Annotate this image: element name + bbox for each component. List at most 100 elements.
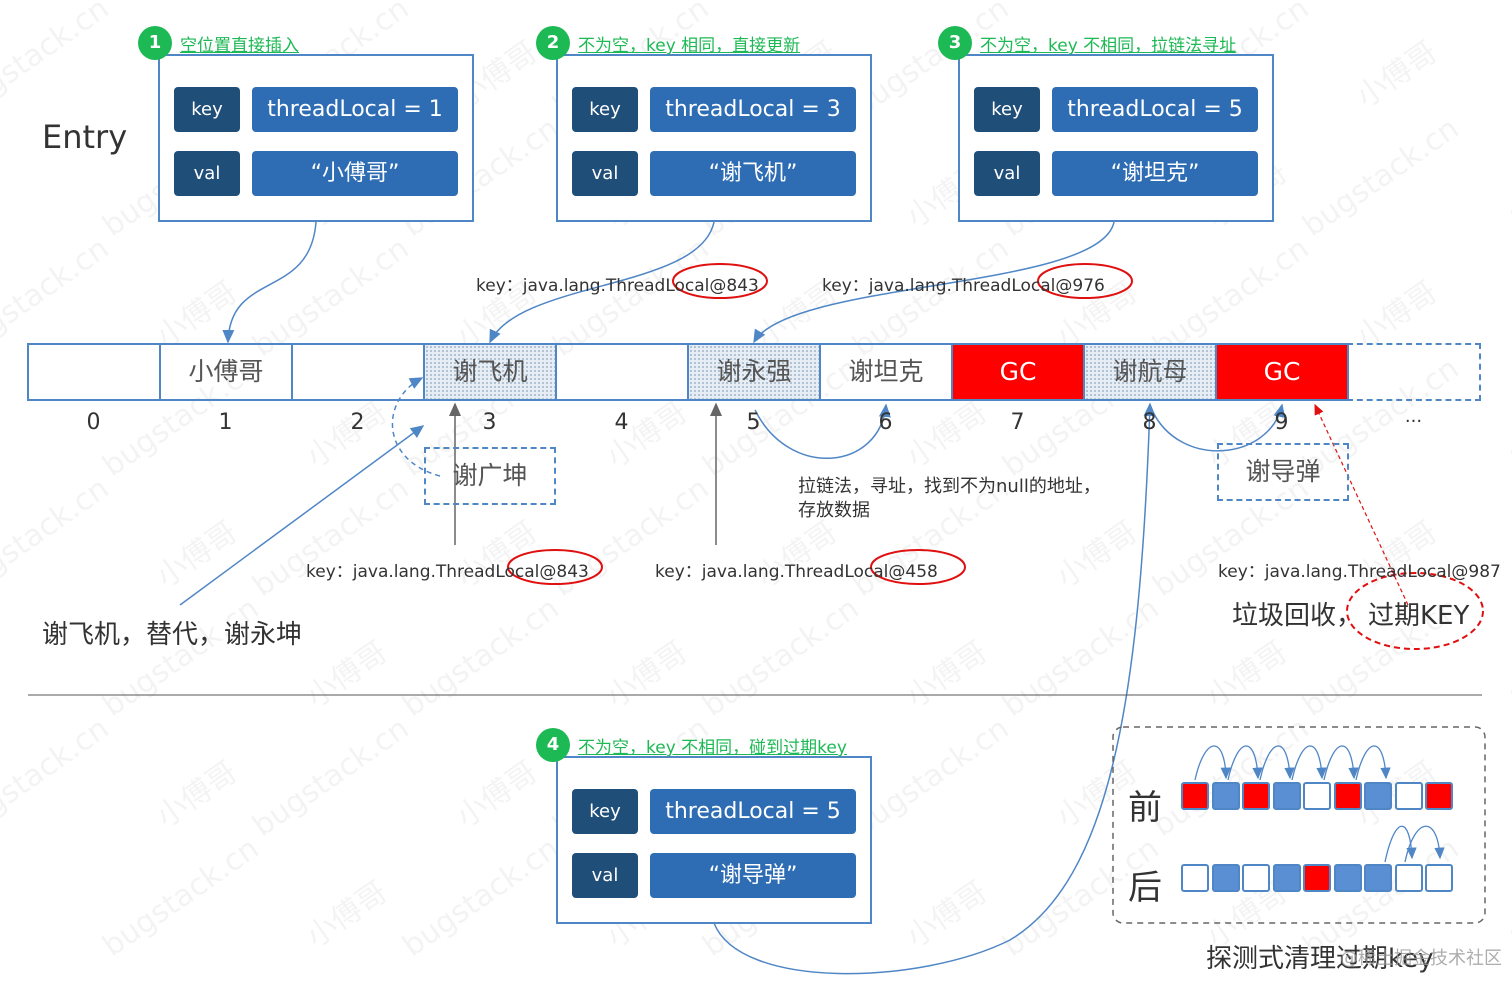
highlight-circle-843-top — [672, 263, 768, 299]
replace-note: 谢飞机，替代，谢永坤 — [42, 620, 303, 650]
array-index-3: 3 — [482, 410, 497, 435]
probe-slot-blue — [1272, 782, 1301, 810]
probe-slot-blue — [1364, 864, 1392, 892]
panel-title: 不为空，key 不相同，拉链法寻址 — [980, 36, 1237, 56]
array-index-6: 6 — [878, 410, 893, 435]
array-index-8: 8 — [1142, 410, 1157, 435]
chain-note-line2: 存放数据 — [798, 500, 870, 521]
key-prefix: key： — [306, 562, 353, 582]
key-label-843-top: key：java.lang.ThreadLocal@843 — [476, 271, 759, 296]
array-index-9: 9 — [1274, 410, 1289, 435]
array-index-7: 7 — [1010, 410, 1025, 435]
key-label-458: key：java.lang.ThreadLocal@458 — [655, 557, 938, 582]
key-value: java.lang.ThreadLocal@843 — [522, 276, 759, 296]
array-cell-7: GC — [951, 343, 1085, 401]
key-label-987: key：java.lang.ThreadLocal@987 — [1218, 557, 1501, 582]
array-index-0: 0 — [86, 410, 101, 435]
array-index-4: 4 — [614, 410, 629, 435]
array-cell-2 — [291, 343, 425, 401]
key-label-976: key：java.lang.ThreadLocal@976 — [822, 271, 1105, 296]
gc-note: 垃圾回收， — [1232, 601, 1363, 631]
arrow-panel3-to-cell5 — [753, 221, 1115, 344]
probe-slot-red — [1303, 864, 1331, 892]
arrow-panel4-to-cell8 — [713, 402, 1156, 975]
key-label-box: key — [174, 87, 240, 132]
arrow-guangkun-to-cell3 — [391, 377, 441, 477]
entry-panel-3 — [958, 54, 1274, 222]
entry-panel-2 — [556, 54, 872, 222]
key-label-box: key — [974, 87, 1040, 132]
arrow-chain-5-to-6 — [754, 403, 891, 459]
array-cell-3: 谢飞机 — [423, 343, 557, 401]
key-value: java.lang.ThreadLocal@458 — [701, 562, 938, 582]
arrow-replace-note — [179, 425, 425, 606]
chain-note-line1: 拉链法，寻址，找到不为null的地址， — [798, 476, 1101, 497]
array-cell-4 — [555, 343, 689, 401]
entry-panel-1 — [158, 54, 474, 222]
key-prefix: key： — [476, 276, 523, 296]
expired-key-label: 过期KEY — [1368, 601, 1470, 631]
step-badge: 4 — [536, 728, 570, 762]
key-value: java.lang.ThreadLocal@843 — [352, 562, 589, 582]
val-value-box: “谢飞机” — [650, 151, 856, 196]
key-label-843-bottom: key：java.lang.ThreadLocal@843 — [306, 557, 589, 582]
panel-title: 空位置直接插入 — [180, 36, 299, 56]
probe-slot-red — [1425, 782, 1453, 810]
node-xie-daodan: 谢导弹 — [1217, 443, 1349, 501]
array-index-1: 1 — [218, 410, 233, 435]
array-cell-1: 小傅哥 — [159, 343, 293, 401]
val-label-box: val — [572, 853, 638, 898]
entry-panel-4 — [556, 756, 872, 924]
val-label-box: val — [572, 151, 638, 196]
probe-slot-blue — [1211, 864, 1240, 892]
array-index-2: 2 — [350, 410, 365, 435]
key-value: java.lang.ThreadLocal@976 — [868, 276, 1105, 296]
highlight-circle-976 — [1037, 263, 1133, 299]
array-index-5: 5 — [746, 410, 761, 435]
node-xie-guangkun: 谢广坤 — [424, 447, 556, 505]
key-value-box: threadLocal = 1 — [252, 87, 458, 132]
val-label-box: val — [974, 151, 1040, 196]
probe-slot-white — [1394, 782, 1423, 810]
chain-note: 拉链法，寻址，找到不为null的地址， 存放数据 — [798, 475, 1101, 523]
array-cell-5: 谢永强 — [687, 343, 821, 401]
probe-before-arrows — [1194, 745, 1391, 781]
val-value-box: “谢坦克” — [1052, 151, 1258, 196]
probe-slot-blue — [1272, 864, 1301, 892]
probe-after-arrows — [1384, 825, 1445, 863]
key-value: java.lang.ThreadLocal@987 — [1264, 562, 1501, 582]
credit-text: @稀土掘金技术社区 — [1340, 948, 1502, 969]
probe-slot-blue — [1364, 782, 1392, 810]
arrow-expired-to-gc — [1314, 403, 1409, 606]
highlight-circle-expired — [1346, 572, 1484, 650]
key-value-box: threadLocal = 5 — [1052, 87, 1258, 132]
probe-slot-white — [1181, 864, 1209, 892]
key-label-box: key — [572, 789, 638, 834]
probe-slot-white — [1394, 864, 1423, 892]
array-index-10: ... — [1404, 406, 1423, 427]
highlight-circle-843-bottom — [507, 549, 603, 585]
array-cell-6: 谢坦克 — [819, 343, 953, 401]
key-label-box: key — [572, 87, 638, 132]
arrow-chain-8-to-9 — [1151, 403, 1286, 452]
probe-slot-white — [1242, 864, 1270, 892]
val-value-box: “小傅哥” — [252, 151, 458, 196]
step-badge: 2 — [536, 26, 570, 60]
probe-caption: 探测式清理过期key — [1206, 944, 1434, 974]
arrow-panel1-to-cell1 — [222, 221, 317, 344]
probe-slot-blue — [1211, 782, 1240, 810]
key-value-box: threadLocal = 3 — [650, 87, 856, 132]
panel-title: 不为空，key 不相同，碰到过期key — [578, 738, 847, 758]
array-cell-8: 谢航母 — [1083, 343, 1217, 401]
probe-after-label: 后 — [1128, 868, 1162, 908]
val-label-box: val — [174, 151, 240, 196]
highlight-circle-458 — [870, 549, 966, 585]
key-prefix: key： — [655, 562, 702, 582]
probe-slot-white — [1425, 864, 1453, 892]
array-cell-9: GC — [1215, 343, 1349, 401]
array-cell-0 — [27, 343, 161, 401]
probe-slot-red — [1333, 782, 1362, 810]
probe-frame — [1112, 726, 1486, 924]
probe-slot-white — [1303, 782, 1331, 810]
